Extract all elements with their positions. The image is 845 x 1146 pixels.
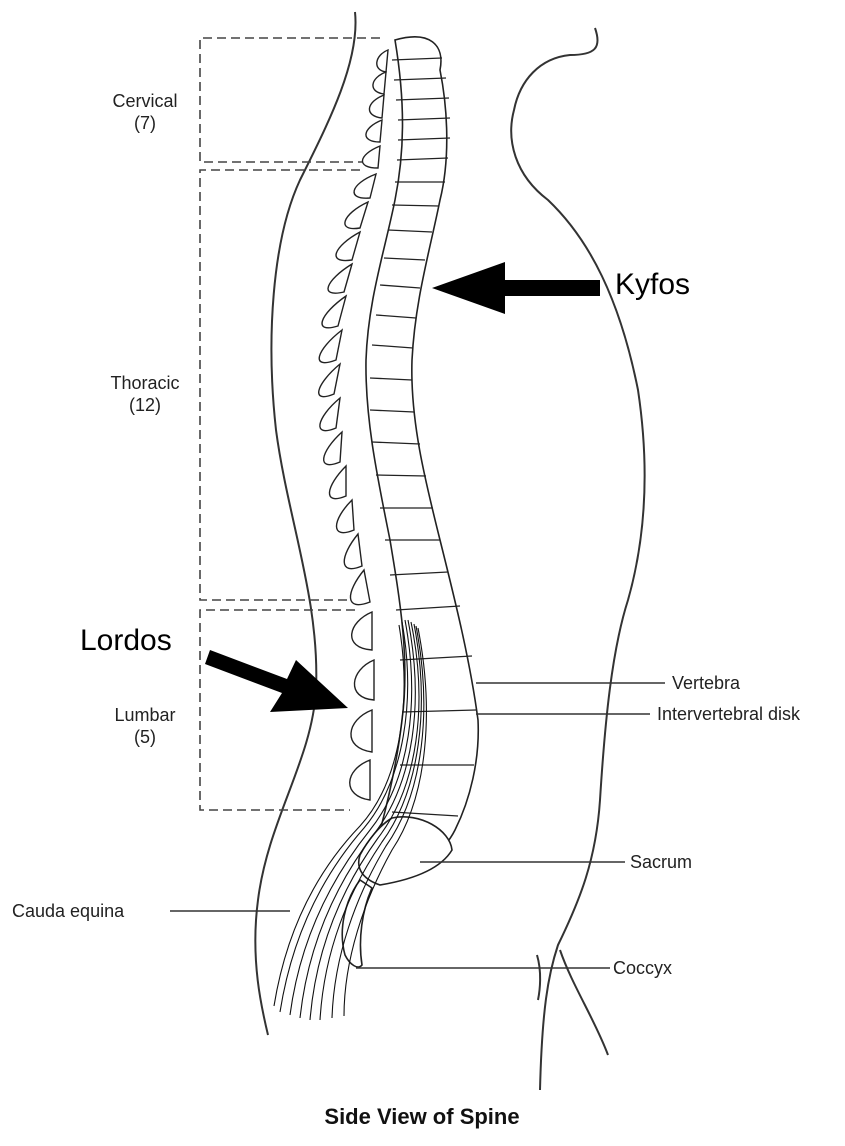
coccyx-shape (342, 880, 372, 967)
region-count: (5) (95, 726, 195, 748)
kyfos-arrow (432, 262, 600, 314)
region-label-lumbar: Lumbar (5) (95, 704, 195, 748)
spinal-column (319, 37, 479, 967)
vertebral-body-column (366, 37, 478, 880)
coccyx-label: Coccyx (613, 957, 672, 979)
lordos-label: Lordos (80, 624, 172, 658)
lordos-arrow (205, 650, 348, 712)
region-name: Thoracic (95, 372, 195, 394)
intervertebral-disk-label: Intervertebral disk (657, 703, 800, 725)
diagram-title: Side View of Spine (222, 1106, 622, 1128)
cervical-box (200, 38, 380, 162)
leg-line (560, 950, 608, 1055)
region-label-cervical: Cervical (7) (95, 90, 195, 134)
vertebra-label: Vertebra (672, 672, 740, 694)
region-name: Cervical (95, 90, 195, 112)
region-count: (12) (95, 394, 195, 416)
region-count: (7) (95, 112, 195, 134)
region-label-thoracic: Thoracic (12) (95, 372, 195, 416)
kyfos-label: Kyfos (615, 268, 690, 302)
region-name: Lumbar (95, 704, 195, 726)
front-outline (511, 28, 644, 1090)
leg-line-2 (537, 955, 540, 1000)
sacrum-label: Sacrum (630, 851, 692, 873)
cauda-equina-label: Cauda equina (12, 900, 124, 922)
body-outline (255, 12, 644, 1090)
